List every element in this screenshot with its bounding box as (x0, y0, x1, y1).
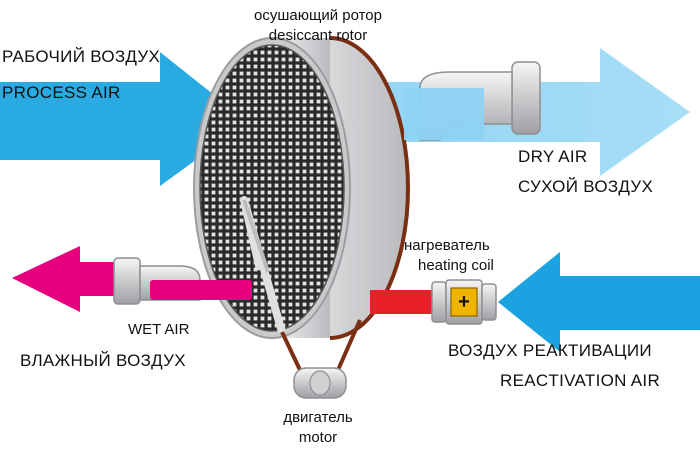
motor (293, 367, 347, 399)
motor-label-ru: двигатель (283, 409, 353, 426)
drive-belt (240, 196, 362, 371)
rotor-mesh-face (200, 45, 344, 331)
process-air-label-ru: РАБОЧИЙ ВОЗДУХ (2, 47, 161, 66)
wet-air-label-en: WET AIR (128, 321, 190, 338)
process-air-arrow (0, 52, 248, 186)
heated-air-flow (370, 290, 436, 314)
heater-plus-symbol: + (458, 291, 470, 313)
heating-coil: + (431, 279, 497, 325)
heater-label-ru: нагреватель (404, 237, 490, 254)
motor-label-en: motor (298, 429, 338, 446)
rotor-label-en: desiccant rotor (268, 27, 368, 44)
desiccant-rotor (193, 36, 410, 340)
reactivation-air-arrow (498, 252, 700, 352)
reactivation-air-label-en: REACTIVATION AIR (500, 371, 661, 390)
dry-air-fan-housing (404, 61, 541, 141)
reactivation-air-label-ru: ВОЗДУХ РЕАКТИВАЦИИ (448, 341, 652, 360)
wet-air-arrow (12, 246, 132, 312)
wet-air-flow (12, 246, 252, 312)
heater-label-en: heating coil (418, 257, 494, 274)
dry-air-label-en: DRY AIR (518, 147, 588, 166)
process-air-label-en: PROCESS AIR (2, 83, 121, 102)
rotor-label-ru: осушающий ротор (254, 7, 382, 24)
wet-air-label-ru: ВЛАЖНЫЙ ВОЗДУХ (20, 351, 186, 370)
dry-air-label-ru: СУХОЙ ВОЗДУХ (518, 177, 654, 196)
